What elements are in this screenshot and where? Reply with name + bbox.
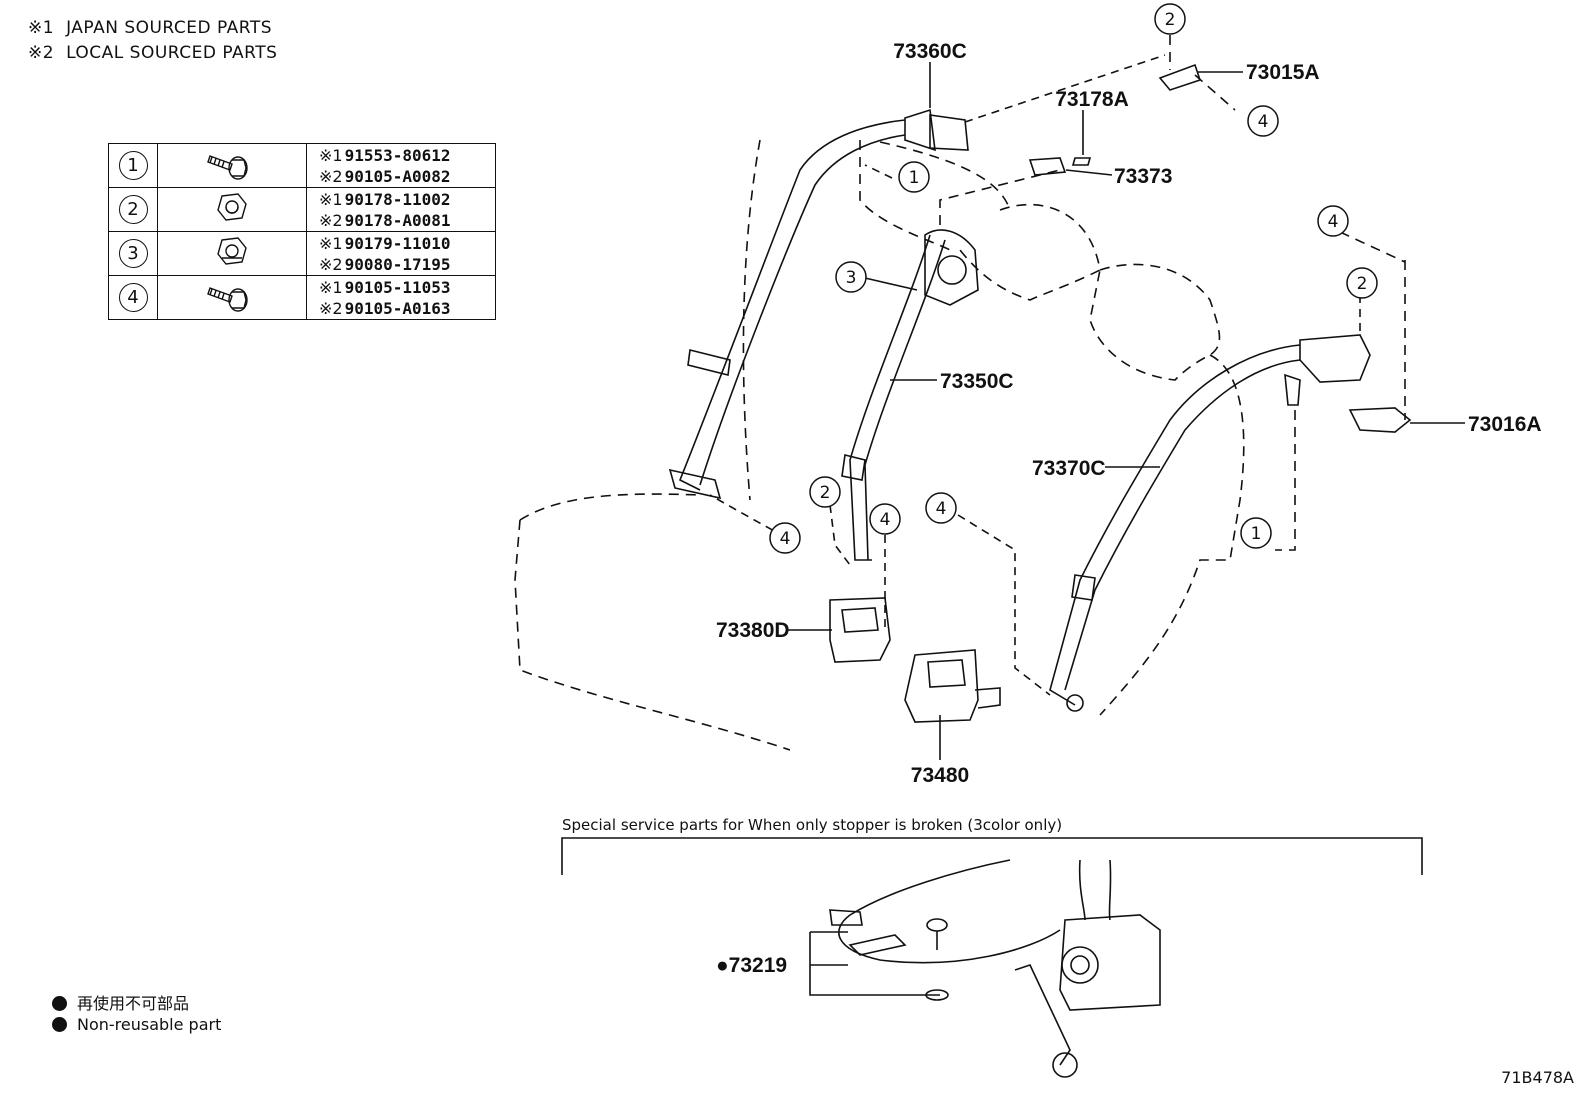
callout-73360c: 73360C <box>893 40 967 63</box>
service-frame <box>561 837 1423 875</box>
callout-73380d: 73380D <box>716 619 790 642</box>
circle-ref-2: 2 <box>1357 274 1368 294</box>
bracket-73015a <box>1158 63 1202 91</box>
circle-ref-4: 4 <box>1258 112 1269 132</box>
service-parts-caption: Special service parts for When only stop… <box>562 816 1063 834</box>
note-text: JAPAN SOURCED PARTS <box>66 18 273 38</box>
note-local-sourced: ※2 LOCAL SOURCED PARTS <box>28 43 277 63</box>
callout-73015a: 73015A <box>1246 61 1320 84</box>
leader-lines <box>787 62 1465 996</box>
belt-assembly-73360c <box>668 108 969 500</box>
circle-refs <box>769 3 1378 554</box>
belt-assembly-73350c <box>841 229 979 561</box>
legend-non-reusable-en: Non-reusable part <box>52 1015 221 1034</box>
diagram-id: 71B478A <box>1501 1068 1574 1087</box>
circle-ref-4: 4 <box>780 529 791 549</box>
note-mark: ※1 <box>28 18 55 38</box>
ref-number: 3 <box>118 239 148 268</box>
service-detail-assembly <box>829 859 1161 1078</box>
callout-73480: 73480 <box>911 764 969 787</box>
cover-73373 <box>1028 157 1067 176</box>
circle-ref-1: 1 <box>909 168 920 188</box>
callout-73350c: 73350C <box>940 370 1014 393</box>
bullet-icon <box>52 996 67 1011</box>
circle-ref-3: 3 <box>846 268 857 288</box>
circle-ref-4: 4 <box>880 510 891 530</box>
note-japan-sourced: ※1 JAPAN SOURCED PARTS <box>28 18 272 38</box>
fastener-leaders <box>709 54 1361 696</box>
callout-73373: 73373 <box>1114 165 1172 188</box>
circle-ref-4: 4 <box>1328 212 1339 232</box>
seat-outline <box>514 35 1406 751</box>
callout-73219: ●73219 <box>716 954 787 977</box>
buckle-73380d <box>829 597 891 663</box>
bullet-icon <box>52 1017 67 1032</box>
ref-number: 2 <box>118 195 148 224</box>
callout-73178a: 73178A <box>1055 88 1129 111</box>
ref-number: 1 <box>118 151 148 180</box>
callout-73016a: 73016A <box>1468 413 1542 436</box>
circle-ref-4: 4 <box>936 499 947 519</box>
belt-assembly-73370c <box>1049 334 1371 712</box>
note-mark: ※2 <box>28 43 55 63</box>
circle-ref-1: 1 <box>1251 524 1262 544</box>
bracket-73016a <box>1348 407 1412 433</box>
ref-number: 4 <box>118 283 148 312</box>
callout-73370c: 73370C <box>1032 457 1106 480</box>
clip-73178a <box>1071 157 1092 166</box>
note-text: LOCAL SOURCED PARTS <box>66 43 278 63</box>
circle-ref-2: 2 <box>1165 10 1176 30</box>
buckle-73480 <box>904 649 1001 723</box>
bolt-icon <box>157 275 307 320</box>
legend-non-reusable-jp: 再使用不可部品 <box>52 990 189 1014</box>
circle-ref-2: 2 <box>820 483 831 503</box>
